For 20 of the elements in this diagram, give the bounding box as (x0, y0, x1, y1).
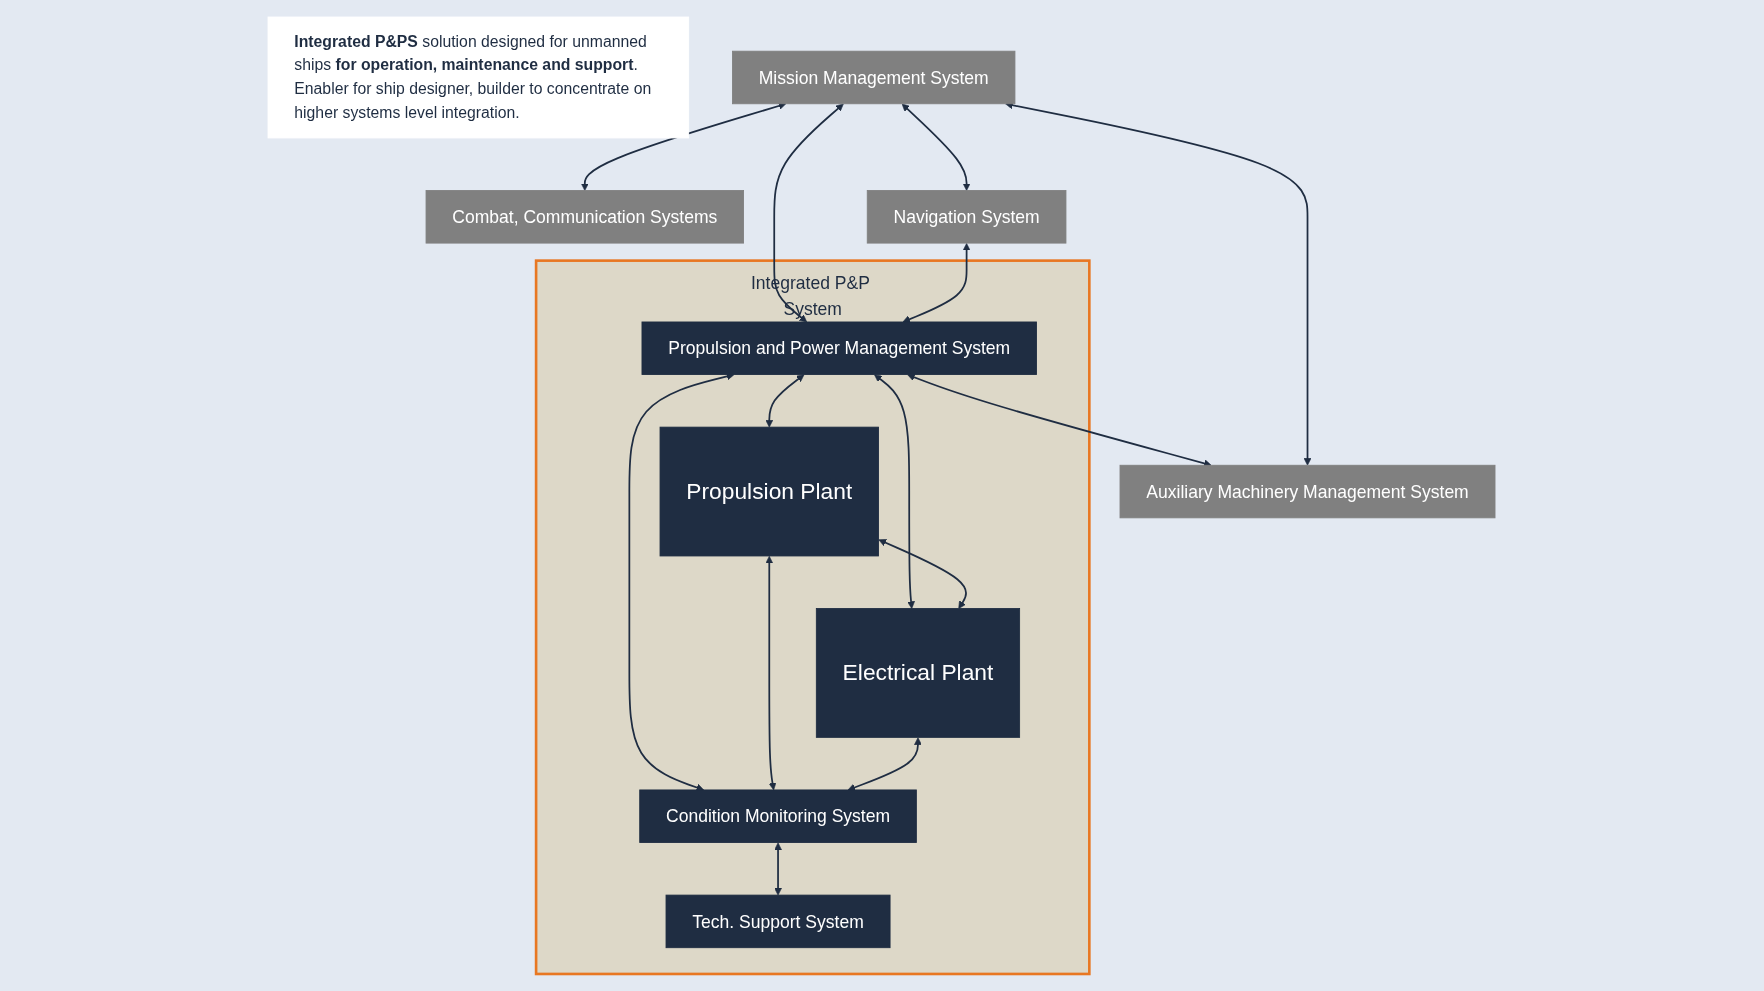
arrow (902, 103, 971, 191)
arrow (879, 539, 968, 609)
node-box: Propulsion Plant (660, 426, 880, 557)
arrow (581, 102, 787, 191)
node-box: Combat, Communication Systems (426, 190, 745, 244)
node-box: Mission Management System (732, 50, 1016, 105)
node-box: Propulsion and Power Management System (642, 321, 1038, 375)
node-box: Integrated P&PS solution designed for unmanned ships for operation, maintenance and support. Enabler for ship designer, builder to concentrate on higher systems level integration. (268, 16, 690, 139)
arrow (765, 555, 777, 791)
arrow (774, 842, 783, 896)
arrow (874, 374, 916, 609)
node-box: Electrical Plant (816, 608, 1021, 738)
arrow (765, 374, 805, 428)
node-box: Condition Monitoring System (639, 789, 918, 843)
arrow (1005, 101, 1312, 466)
node-box: Auxiliary Machinery Management System (1120, 464, 1496, 519)
node-box: Navigation System (867, 190, 1067, 244)
node-box: Tech. Support System (666, 894, 891, 949)
arrow (773, 103, 845, 323)
arrow (903, 243, 971, 323)
